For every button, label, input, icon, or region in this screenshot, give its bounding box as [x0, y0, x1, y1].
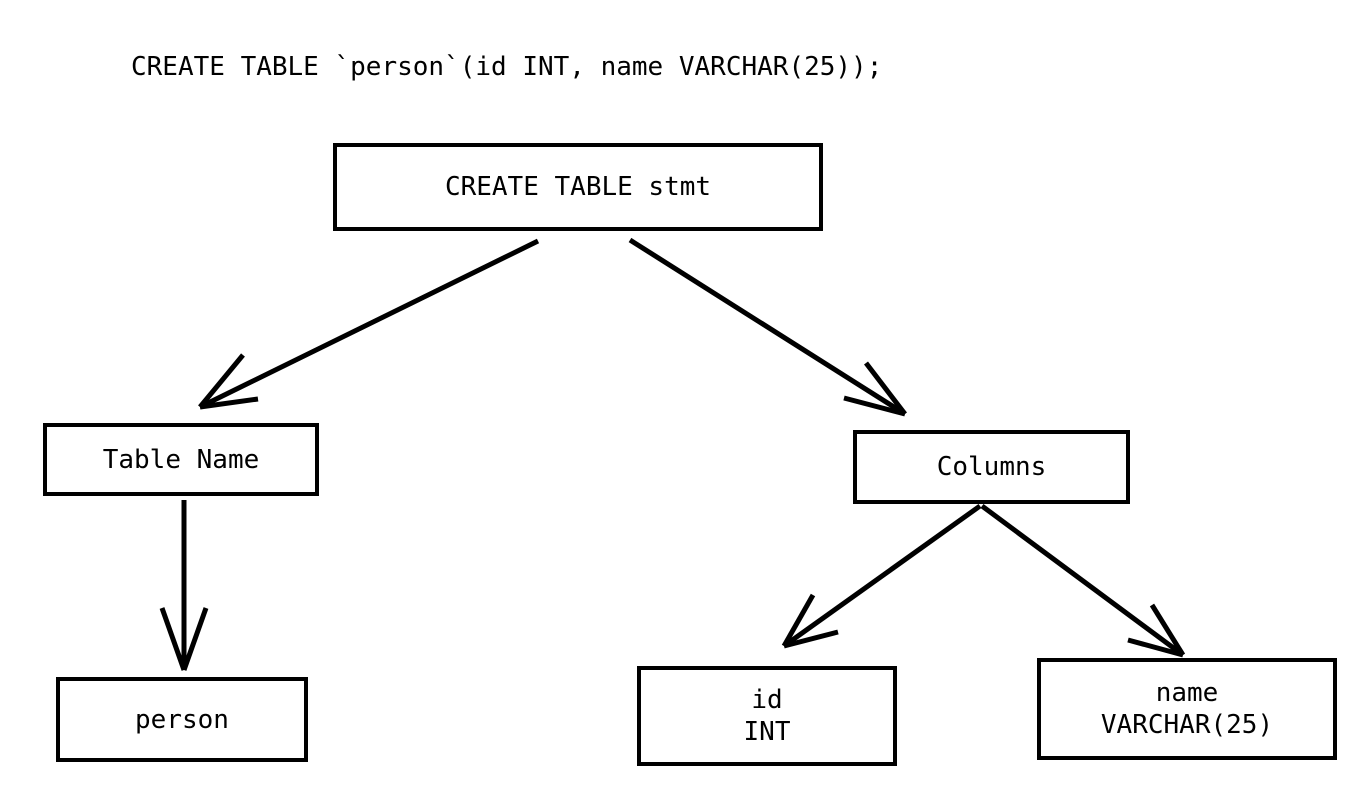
node-label: CREATE TABLE stmt: [444, 172, 712, 202]
arrow-head-stroke: [783, 629, 839, 649]
edge-table-name-to-person: [159, 500, 209, 671]
node-label: person: [135, 704, 229, 735]
arrow-head-stroke: [864, 361, 907, 416]
columns-node[interactable]: Columns: [853, 430, 1130, 504]
node-label: Table Name: [102, 444, 260, 475]
arrow-head-stroke: [199, 396, 259, 410]
node-label: INT: [743, 717, 791, 747]
arrow-head-stroke: [198, 353, 245, 409]
arrow-head-stroke: [1149, 603, 1186, 657]
create-table-stmt-node[interactable]: CREATE TABLE stmt: [333, 143, 823, 231]
edge-columns-to-column-name: [980, 503, 1186, 658]
arrow-shaft: [782, 503, 982, 649]
arrow-shaft: [628, 237, 907, 417]
node-label: VARCHAR(25): [1100, 710, 1274, 740]
edge-root-to-table-name: [198, 238, 540, 410]
edge-columns-to-column-id: [781, 503, 982, 649]
arrow-head-stroke: [781, 593, 816, 648]
arrow-shaft: [198, 238, 540, 410]
person-value-node[interactable]: person: [56, 677, 308, 762]
table-name-node[interactable]: Table Name: [43, 423, 319, 496]
arrow-head-stroke: [181, 607, 209, 671]
node-label: Columns: [936, 452, 1047, 482]
sql-statement-title: CREATE TABLE `person`(id INT, name VARCH…: [131, 52, 883, 82]
arrow-head-stroke: [1127, 637, 1184, 658]
arrow-head-stroke: [843, 395, 906, 417]
arrow-head-stroke: [159, 607, 187, 671]
edge-root-to-columns: [628, 237, 907, 417]
arrow-shaft: [980, 503, 1185, 658]
node-label: name: [1155, 678, 1219, 708]
node-label: id: [751, 685, 783, 715]
